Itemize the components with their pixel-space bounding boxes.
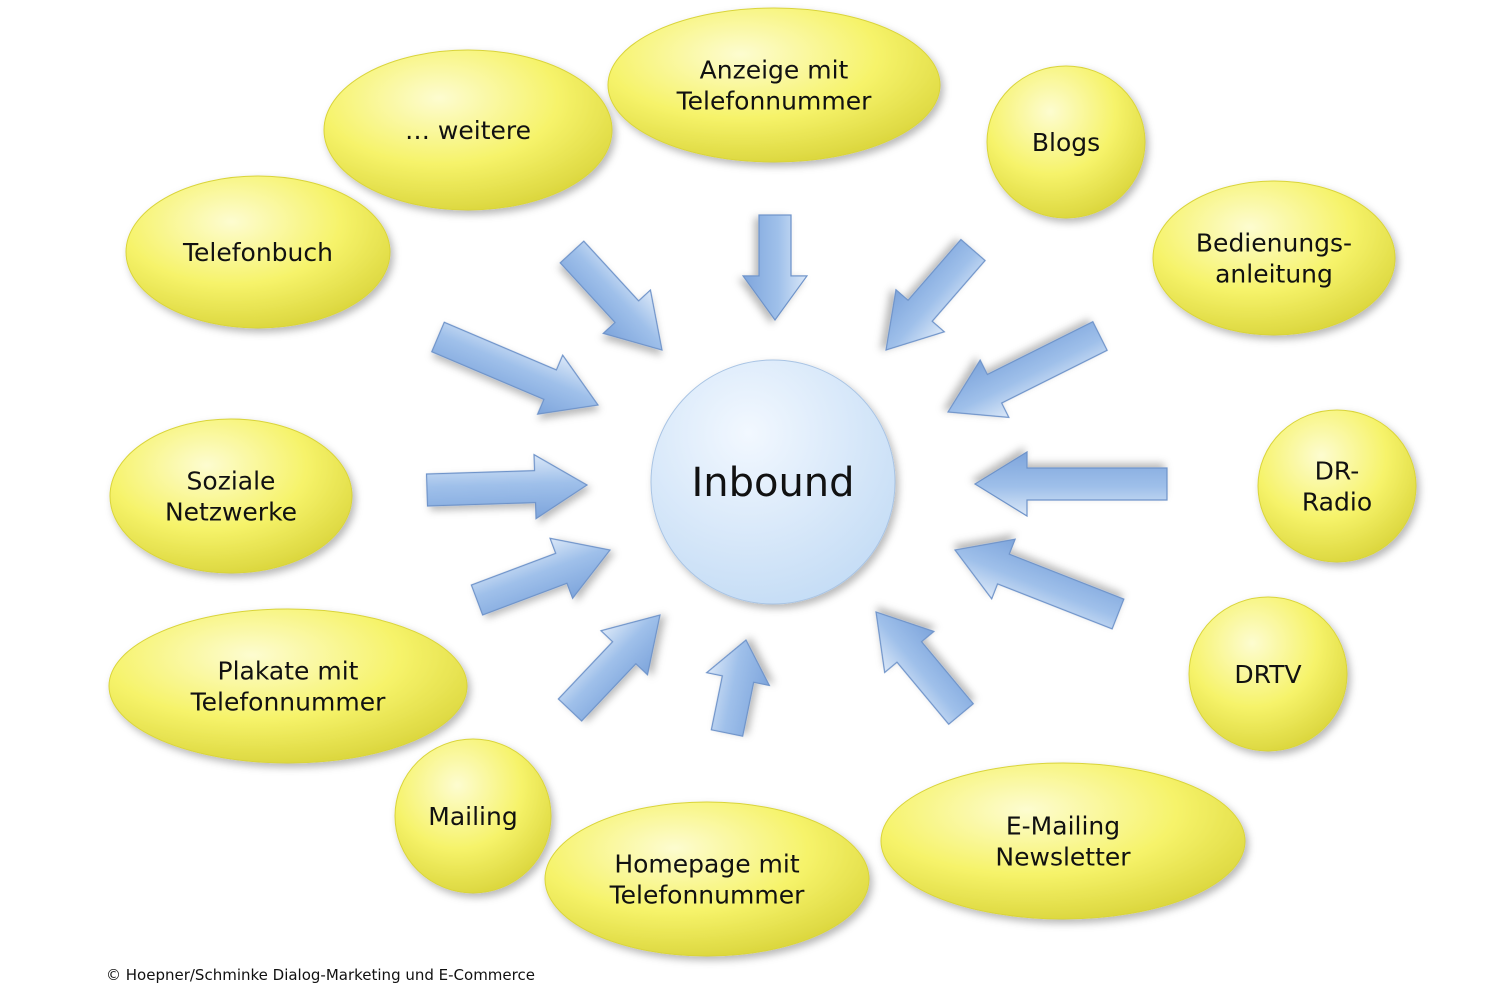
source-bubble-weitere: … weitere — [323, 49, 613, 211]
arrow-e-mailing-to-center — [875, 611, 975, 726]
source-bubble-shape — [986, 65, 1146, 219]
arrow-dr-radio-to-center — [973, 450, 1168, 518]
source-bubble-shape — [1257, 409, 1417, 563]
source-bubble-label: E-Mailing — [1006, 812, 1120, 841]
source-bubble-label: Mailing — [428, 802, 517, 831]
source-bubble-label: Plakate mit — [218, 657, 359, 686]
source-bubble-label: Anzeige mit — [700, 56, 849, 85]
source-bubble-blogs: Blogs — [986, 65, 1146, 219]
arrows-layer — [425, 214, 1168, 737]
source-bubble-label: DR- — [1315, 457, 1360, 486]
arrow-homepage-to-center — [705, 639, 771, 737]
source-bubble-shape — [394, 738, 552, 894]
source-bubble-label: Bedienungs- — [1196, 229, 1352, 258]
arrow-plakate-to-center — [470, 537, 612, 616]
source-bubble-mailing: Mailing — [394, 738, 552, 894]
arrow-soziale-netzwerke-to-center — [425, 453, 589, 520]
source-bubble-shape — [544, 801, 870, 957]
source-bubble-label: … weitere — [405, 116, 531, 145]
source-bubble-shape — [323, 49, 613, 211]
source-bubble-dr-radio: DR-Radio — [1257, 409, 1417, 563]
source-bubble-shape — [108, 608, 468, 764]
source-bubble-shape — [607, 7, 941, 163]
source-bubble-label: anleitung — [1215, 260, 1333, 289]
source-bubble-shape — [880, 762, 1246, 920]
source-bubble-label: Telefonbuch — [182, 238, 333, 267]
source-bubble-bedienungsanleitung: Bedienungs-anleitung — [1152, 180, 1396, 336]
arrow-weitere-to-center — [559, 240, 663, 351]
source-bubble-shape — [1188, 596, 1348, 752]
arrow-drtv-to-center — [953, 538, 1125, 630]
arrow-anzeige-to-center — [741, 214, 809, 322]
source-bubble-telefonbuch: Telefonbuch — [125, 175, 391, 329]
inbound-center-label: Inbound — [691, 460, 854, 506]
copyright-footer: © Hoepner/Schminke Dialog-Marketing und … — [106, 966, 535, 984]
source-bubble-label: Telefonnummer — [676, 87, 872, 116]
source-bubble-label: Telefonnummer — [609, 881, 805, 910]
source-bubble-label: DRTV — [1234, 660, 1301, 689]
arrow-telefonbuch-to-center — [430, 321, 600, 415]
source-bubble-label: Blogs — [1032, 128, 1100, 157]
arrow-mailing-to-center — [557, 614, 661, 722]
source-bubble-label: Netzwerke — [165, 498, 297, 527]
source-bubble-label: Homepage mit — [614, 850, 800, 879]
arrow-blogs-to-center — [885, 238, 986, 351]
inbound-center-circle — [650, 359, 896, 605]
source-bubble-label: Soziale — [187, 467, 276, 496]
source-bubble-shape — [125, 175, 391, 329]
inbound-center-node: Inbound — [650, 359, 896, 605]
arrow-bedienungsanleitung-to-center — [946, 320, 1108, 419]
source-bubble-shape — [1152, 180, 1396, 336]
source-bubble-shape — [109, 418, 353, 574]
source-bubble-label: Radio — [1302, 488, 1372, 517]
source-bubble-drtv: DRTV — [1188, 596, 1348, 752]
source-bubble-label: Newsletter — [995, 843, 1131, 872]
source-bubble-label: Telefonnummer — [190, 688, 386, 717]
